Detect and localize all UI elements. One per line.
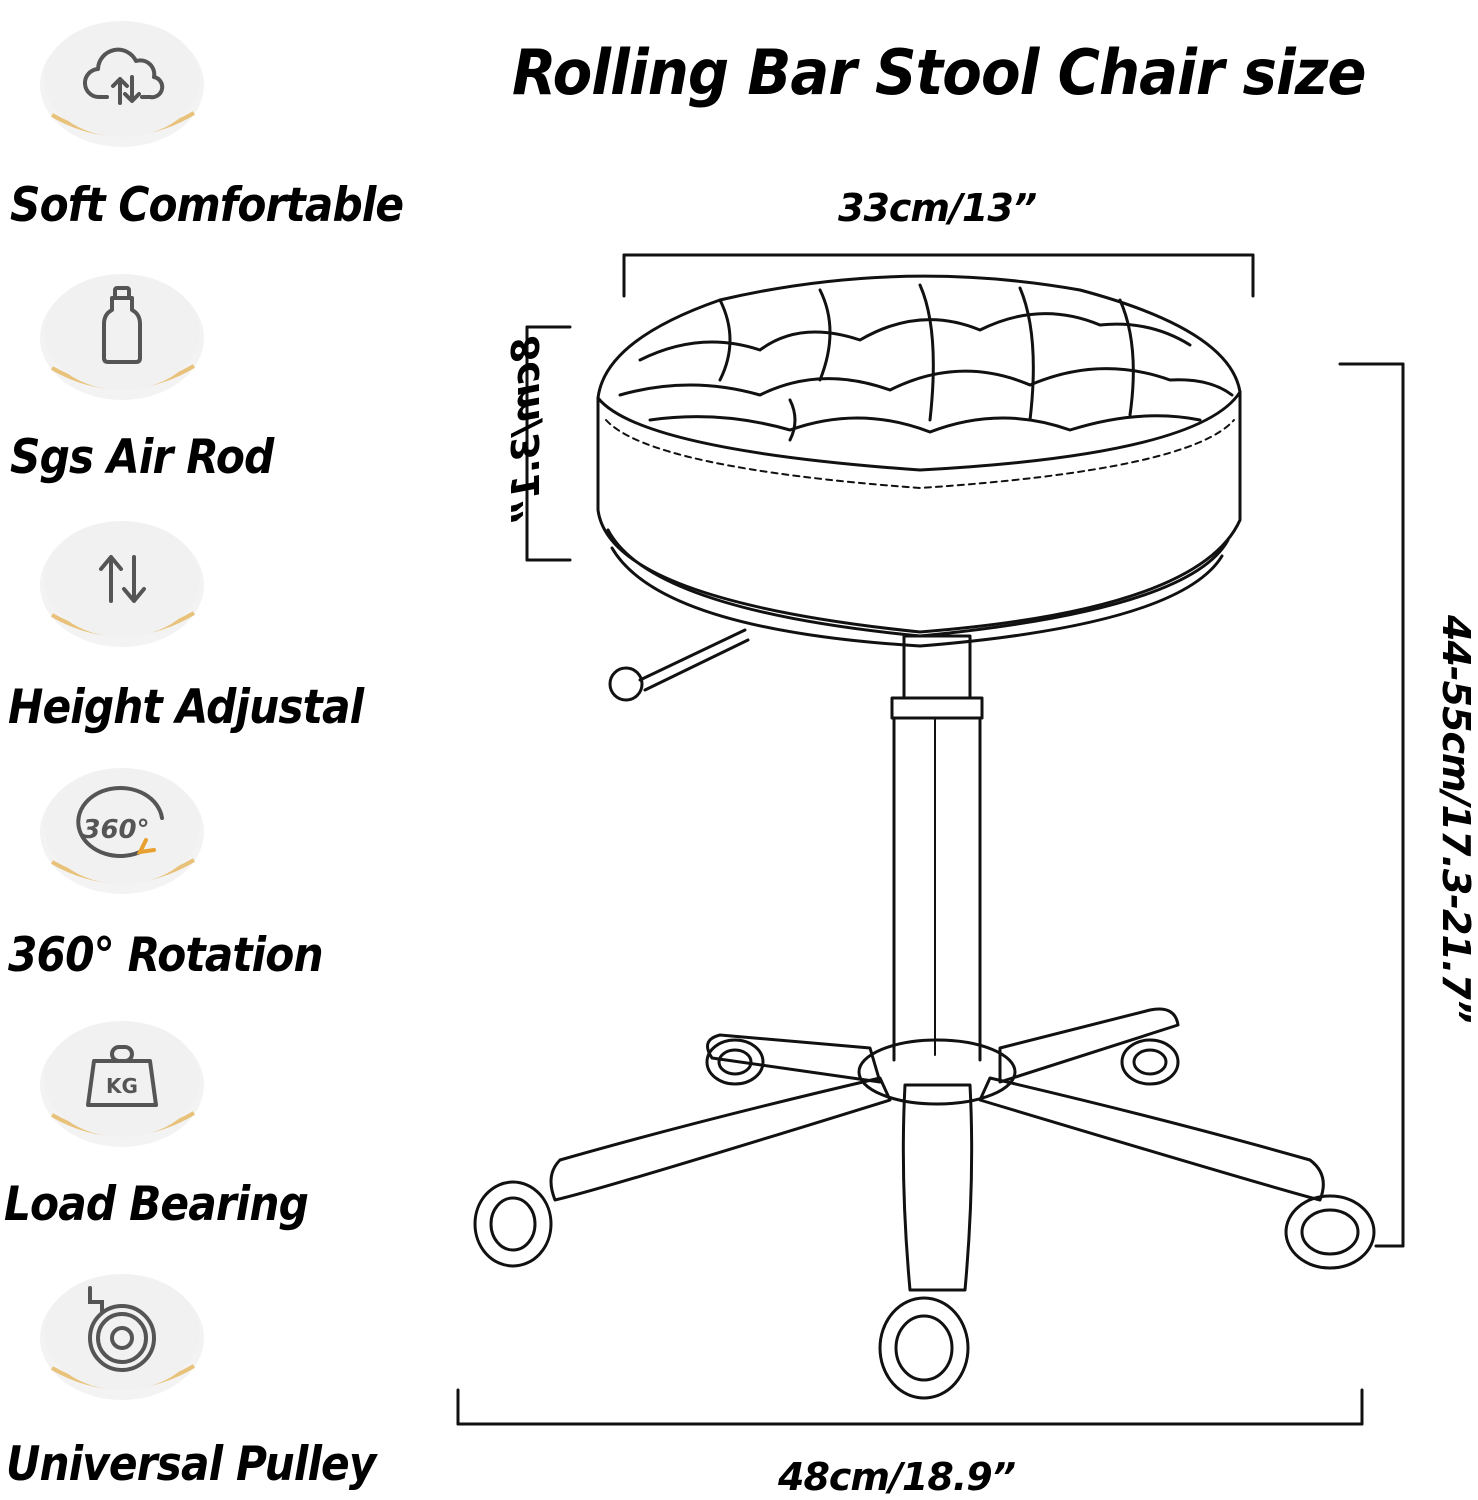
feature-label-soft-comfortable: Soft Comfortable [10, 178, 404, 233]
height-range-label: 44-55cm/17.3-21.7” [1434, 615, 1478, 1023]
feature-label-universal-pulley: Universal Pulley [6, 1437, 376, 1492]
feature-label-sgs-air-rod: Sgs Air Rod [10, 430, 274, 485]
icon-360-text: 360° [82, 815, 149, 845]
seat-thickness-label: 8cm/3.1” [504, 336, 548, 523]
feature-label-load-bearing: Load Bearing [4, 1177, 309, 1232]
base-width-text: 48cm/18.9” [778, 1455, 1016, 1499]
rotation-360-icon: 360° [22, 752, 222, 907]
height-dimension-line [1338, 362, 1405, 1248]
stool-seat [596, 274, 1242, 648]
icon-kg-text: KG [106, 1074, 138, 1098]
seat-width-dimension-line [622, 253, 1255, 298]
gas-lift-column [890, 634, 984, 1062]
cloud-sync-icon [22, 5, 222, 160]
feature-label-360-rotation: 360° Rotation [8, 928, 324, 983]
base-width-dimension-line [456, 1388, 1364, 1426]
up-down-arrows-icon [22, 505, 222, 660]
caster-wheels [473, 1038, 1376, 1400]
page-title: Rolling Bar Stool Chair size [512, 36, 1367, 109]
caster-wheel-icon [22, 1258, 222, 1413]
base-width-label: 48cm/18.9” [778, 1455, 1175, 1499]
feature-label-height-adjustal: Height Adjustal [8, 680, 364, 735]
height-lever [608, 628, 750, 702]
seat-thickness-dimension-line [525, 325, 572, 562]
bottle-icon [22, 258, 222, 413]
kg-weight-icon: KG [22, 1005, 222, 1160]
star-base [549, 1007, 1325, 1292]
seat-width-label: 33cm/13” [838, 186, 1037, 230]
